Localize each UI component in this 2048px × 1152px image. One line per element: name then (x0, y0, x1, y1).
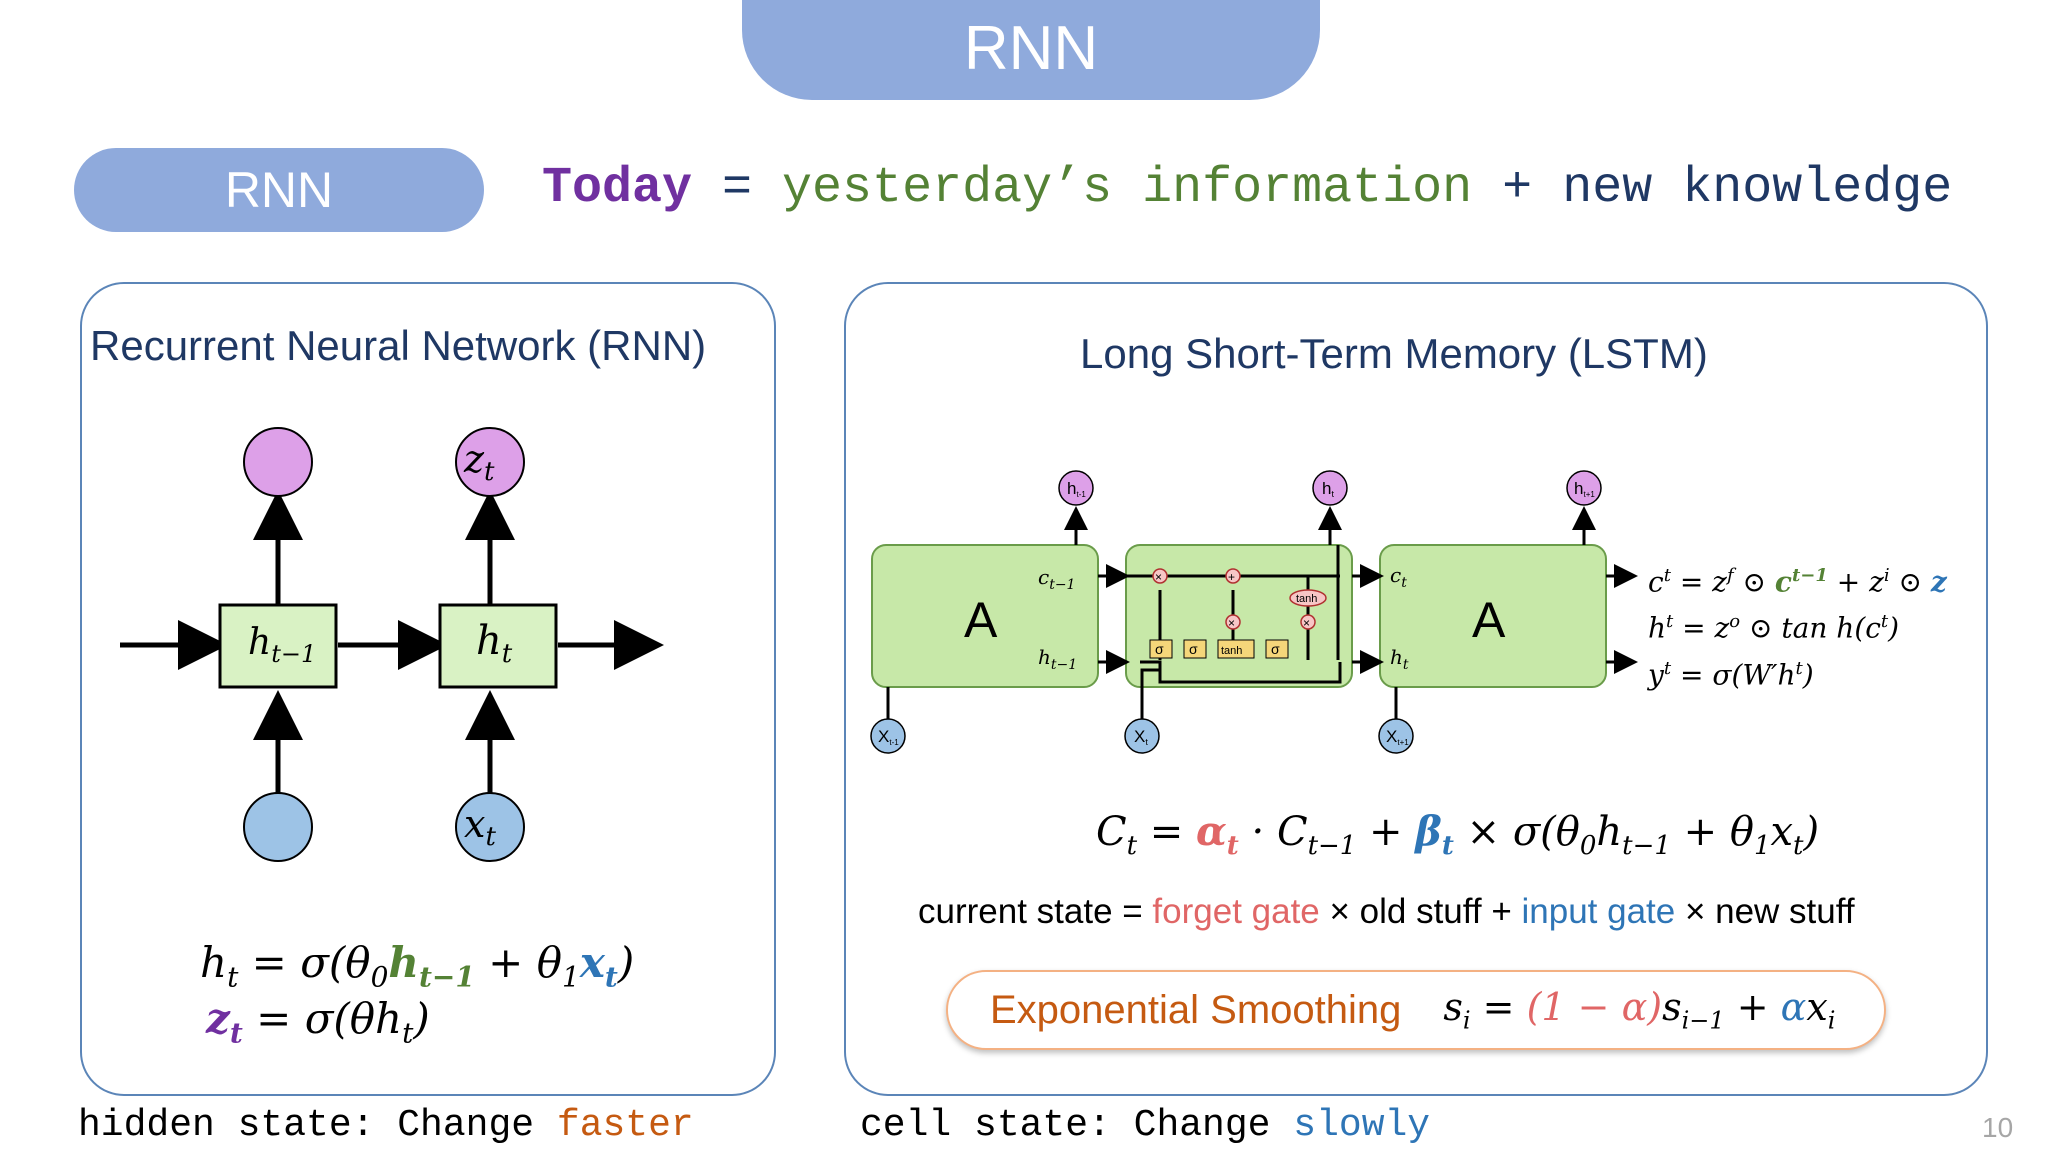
lstm-in-next-label: Xt+1 (1386, 727, 1409, 747)
rnn-diagram: ht−1 ht zt xt (120, 427, 664, 862)
lstm-op-forget-multiply (1152, 568, 1168, 584)
rnn-h-prev-label: ht−1 (248, 622, 316, 668)
lstm-out-prev-label: ht-1 (1067, 479, 1086, 499)
lstm-c-prev-label: ct−1 (1038, 565, 1075, 593)
lstm-gate-candidate (1217, 639, 1255, 659)
lstm-panel-title: Long Short-Term Memory (LSTM) (1080, 330, 1708, 377)
lstm-op-tanh-label: tanh (1296, 593, 1317, 605)
section-badge: RNN (74, 148, 484, 232)
lstm-gate-output-label: σ (1271, 641, 1280, 657)
lstm-eq-h: ht = zo ⊙ tan h(ct) (1648, 611, 1900, 645)
headline: Today = yesterday’s information + new kn… (542, 160, 1952, 217)
lstm-op-input-multiply-symbol: × (1228, 616, 1235, 630)
headline-knowledge: new knowledge (1562, 160, 1953, 217)
lstm-inner-h (1140, 660, 1342, 684)
exponential-smoothing-equation: si = (1 − α)si−1 + αxi (1443, 985, 1836, 1035)
lstm-gate-candidate-label: tanh (1221, 645, 1242, 657)
lstm-cell-prev-label: A (964, 592, 998, 648)
lstm-eq-c: ct = zf ⊙ ct−1 + zi ⊙ z (1648, 565, 1947, 599)
lstm-op-add (1225, 568, 1241, 584)
rnn-equation-h: ht = σ(θ0ht−1 + θ1xt) (200, 938, 635, 994)
headline-equals: = (692, 160, 783, 217)
rnn-z-label: zt (463, 437, 495, 487)
lstm-diagram: A A × + × × tanh σ σ tanh σ ct−1 ht−1 ct… (870, 470, 1638, 754)
lstm-cell-next-label: A (1472, 592, 1506, 648)
lstm-in-prev-label: Xt-1 (878, 727, 899, 747)
rnn-node-z (455, 427, 525, 497)
lstm-in-next-node (1378, 718, 1414, 754)
lstm-in-curr-node (1124, 718, 1160, 754)
lstm-eq-y: yt = σ(W′ht) (1648, 657, 1814, 691)
lstm-state-description: current state = forget gate × old stuff … (918, 892, 1855, 931)
lstm-h-prev-label: ht−1 (1038, 645, 1077, 673)
lstm-gate-forget-label: σ (1155, 641, 1164, 657)
lstm-gate-input-label: σ (1189, 641, 1198, 657)
lstm-gate-output (1265, 639, 1289, 659)
caption-hidden-state: hidden state: Change faster (78, 1104, 694, 1147)
caption-cell-state: cell state: Change slowly (860, 1104, 1431, 1147)
lstm-panel (844, 282, 1988, 1096)
lstm-gate-input (1183, 639, 1207, 659)
lstm-in-curr-label: Xt (1134, 727, 1148, 747)
lstm-main-equation: Ct = αt · Ct−1 + βt × σ(θ0ht−1 + θ1xt) (1096, 808, 1820, 861)
lstm-out-next-node (1566, 470, 1602, 506)
lstm-out-next-label: ht+1 (1574, 479, 1595, 499)
lstm-op-output-multiply (1300, 614, 1316, 630)
lstm-op-input-multiply (1225, 614, 1241, 630)
lstm-cell-current (1125, 544, 1353, 688)
lstm-op-forget-multiply-symbol: × (1155, 570, 1162, 584)
lstm-side-equations: ct = zf ⊙ ct−1 + zi ⊙ z ht = zo ⊙ tan h(… (1648, 556, 1947, 695)
lstm-out-curr-label: ht (1322, 479, 1334, 499)
lstm-gate-forget (1149, 639, 1173, 659)
page-number: 10 (1982, 1112, 2014, 1143)
lstm-op-tanh (1289, 589, 1327, 607)
slide-title: RNN (742, 0, 1320, 100)
lstm-h-t-label: ht (1390, 645, 1409, 673)
lstm-out-prev-node (1058, 470, 1094, 506)
exponential-smoothing-label: Exponential Smoothing (990, 987, 1402, 1032)
rnn-h-label: ht (476, 618, 513, 669)
exponential-smoothing-box: Exponential Smoothing si = (1 − α)si−1 +… (946, 970, 1886, 1050)
lstm-op-output-multiply-symbol: × (1303, 616, 1310, 630)
lstm-in-prev-node (870, 718, 906, 754)
lstm-out-curr-node (1312, 470, 1348, 506)
lstm-op-add-symbol: + (1228, 570, 1235, 584)
lstm-c-t-label: ct (1390, 563, 1407, 591)
rnn-node-x-prev (243, 792, 313, 862)
lstm-cell-prev (871, 544, 1099, 688)
rnn-box-h (438, 603, 558, 689)
headline-yesterday: yesterday’s information (782, 160, 1473, 217)
rnn-node-z-prev (243, 427, 313, 497)
lstm-cell-next (1379, 544, 1607, 688)
headline-plus: + (1472, 160, 1563, 217)
rnn-panel (80, 282, 776, 1096)
rnn-box-h-prev (218, 603, 338, 689)
lstm-in-curr-wire (1140, 668, 1160, 730)
rnn-x-label: xt (464, 802, 496, 852)
rnn-node-x (455, 792, 525, 862)
rnn-panel-title: Recurrent Neural Network (RNN) (90, 322, 707, 369)
headline-today: Today (542, 160, 693, 217)
rnn-equation-z: zt = σ(θht) (206, 994, 430, 1050)
